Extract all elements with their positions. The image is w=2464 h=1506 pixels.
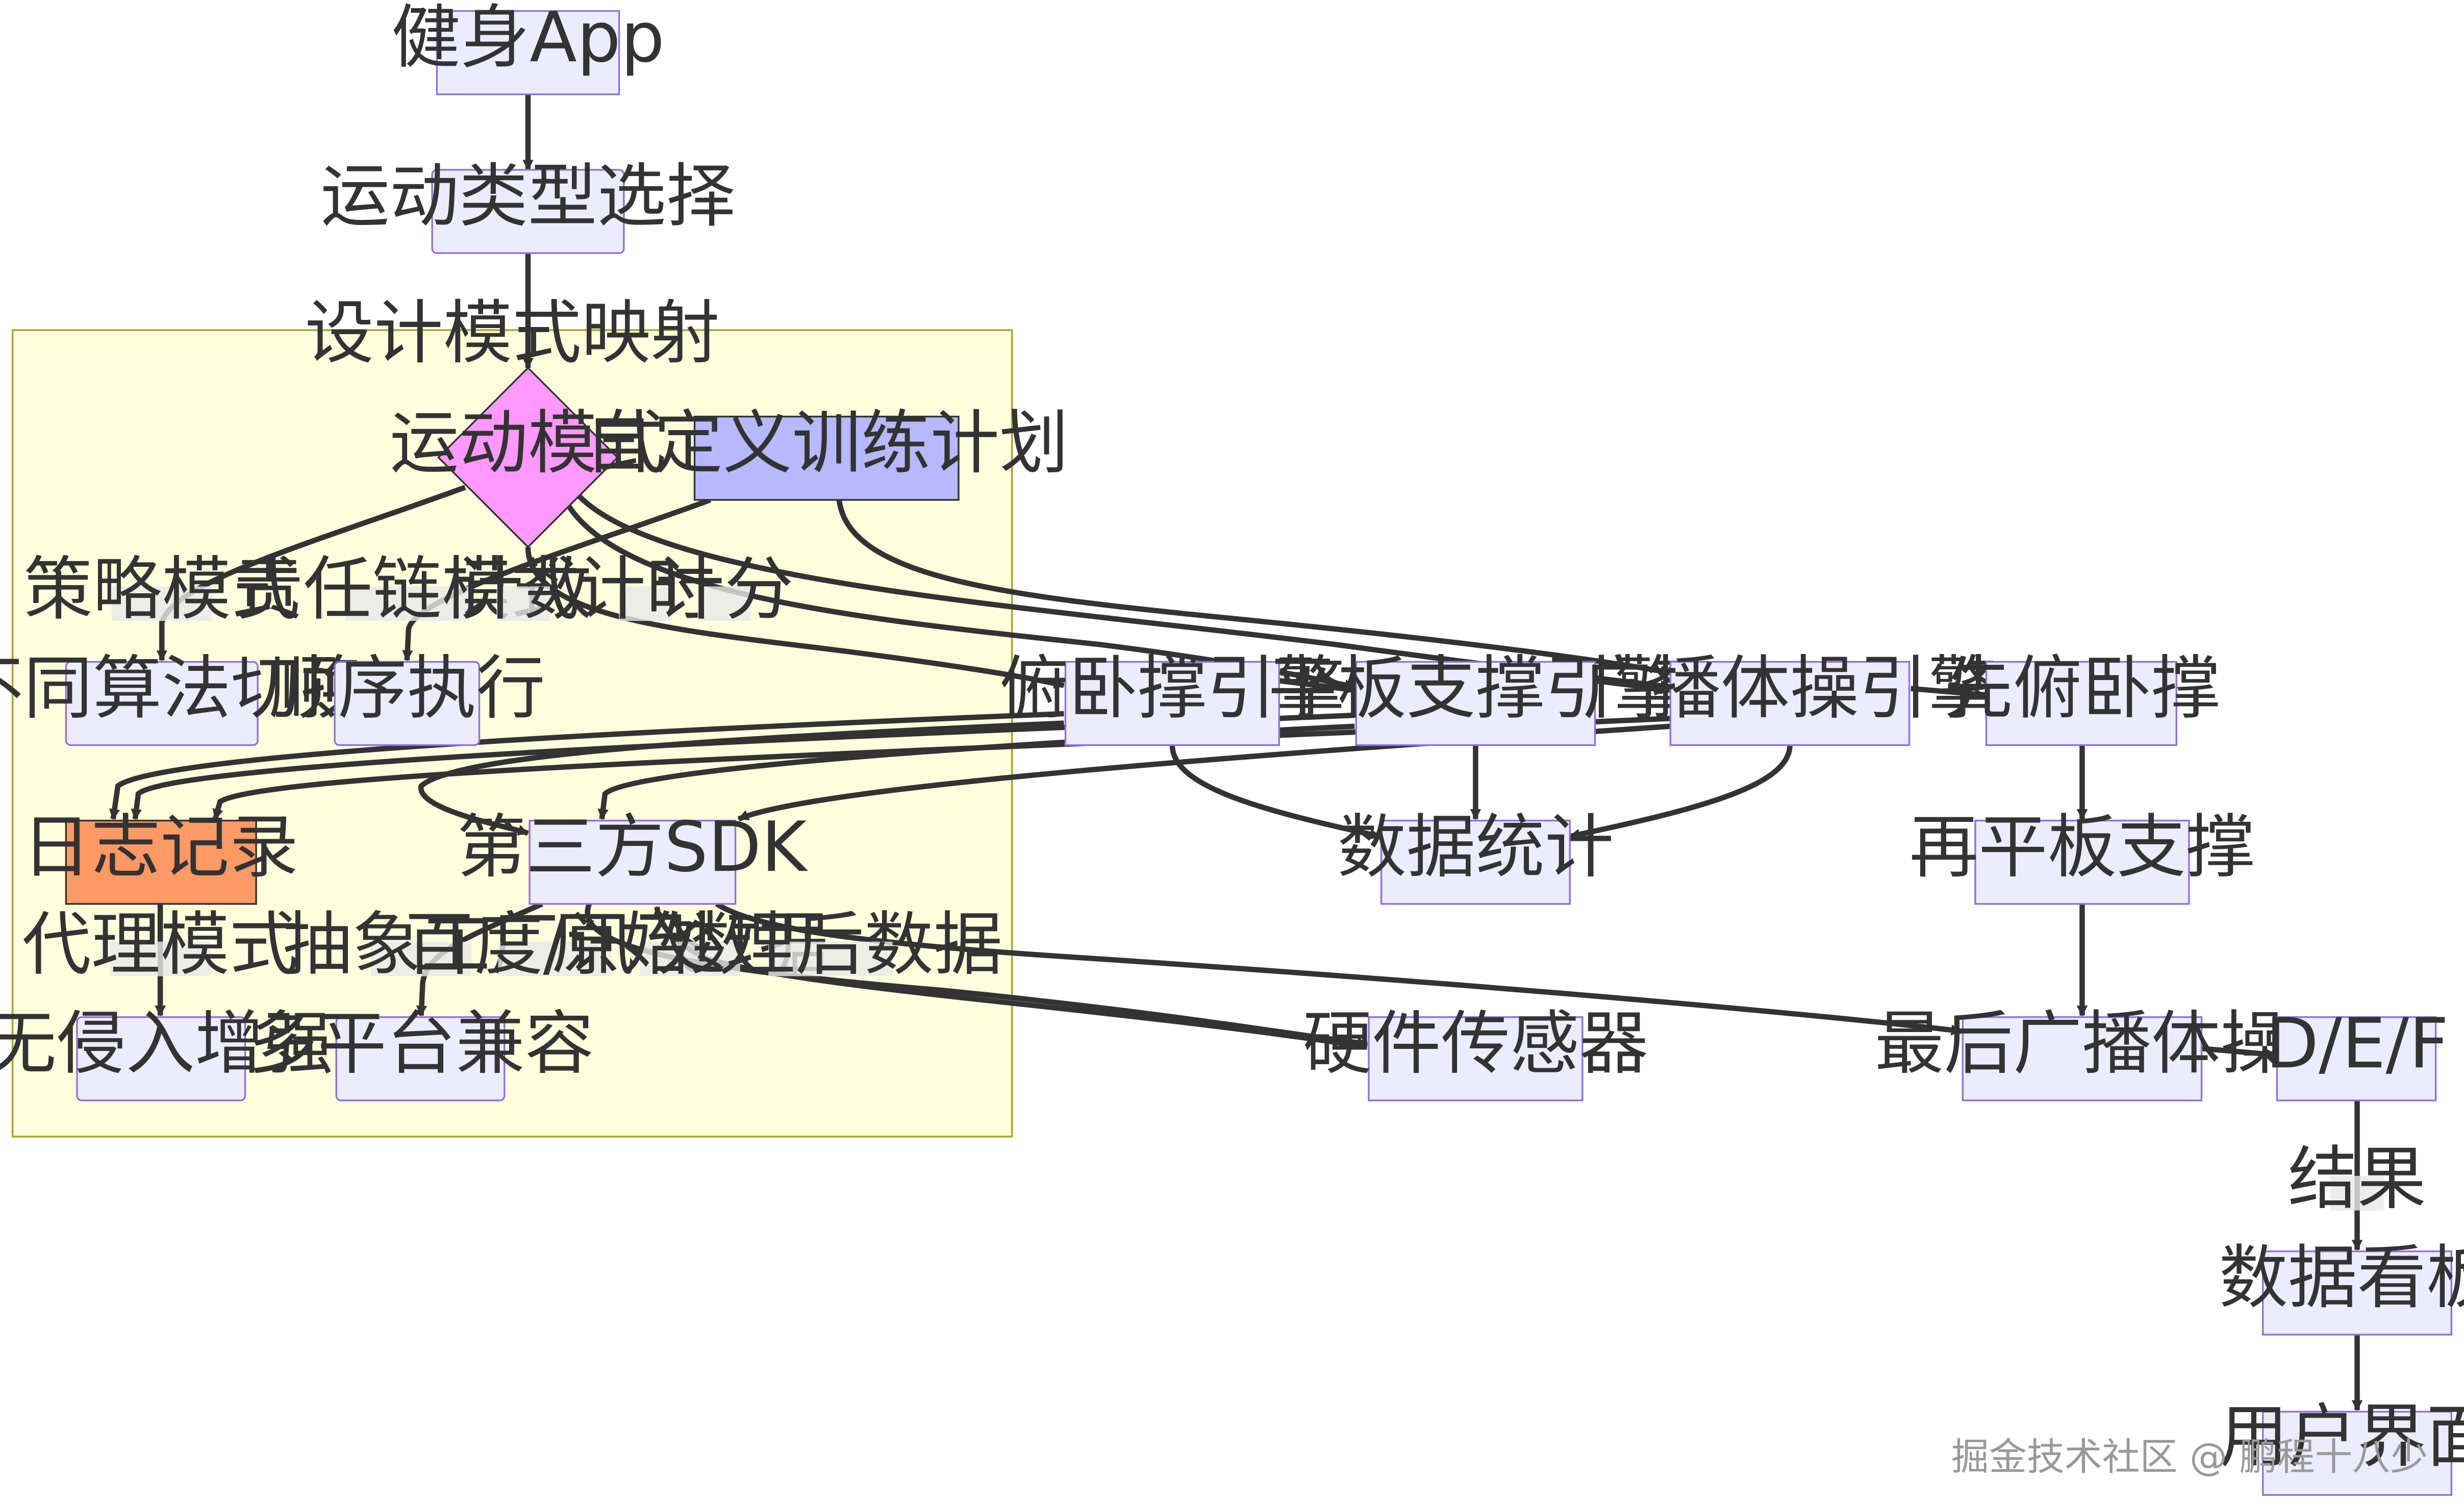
- node-algo-switch[interactable]: 不同算法切换: [0, 648, 369, 746]
- edge-label-bg: [345, 586, 470, 621]
- node-multi-platform-label: 多平台兼容: [248, 1003, 594, 1084]
- edge-radio-stats: [1569, 745, 1793, 840]
- node-exercise-mode-label: 运动模式: [390, 403, 666, 483]
- node-third-sdk[interactable]: 第三方SDK: [457, 807, 808, 905]
- edge-sensor-raw-data: [652, 906, 1368, 1050]
- edge-plank-to-radio: [1594, 678, 1672, 695]
- edge-radio-log: [212, 715, 1671, 820]
- edge-mode-count-pushup: [525, 547, 1065, 689]
- node-fitness-app[interactable]: 健身App: [391, 0, 665, 95]
- node-last-radio[interactable]: 最后广播体操: [1875, 1003, 2290, 1101]
- node-def[interactable]: D/E/F: [2266, 1003, 2449, 1101]
- node-custom-plan-label: 自定义训练计划: [585, 403, 1069, 483]
- edge-label-timing: 计时: [576, 549, 715, 630]
- edge-label-scoring: 计分: [656, 549, 794, 630]
- node-user-ui-label: 用户界面: [2219, 1396, 2464, 1477]
- edge-label-proxy: 代理模式: [22, 904, 298, 985]
- edge-labels: 策略模式 责任链模式 计数 计时 计分 代理模式 抽象工厂 百度/讯飞 原始数据…: [22, 549, 2426, 1219]
- node-hw-sensor-label: 硬件传感器: [1303, 1003, 1649, 1084]
- edge-sdk-baidu: [585, 902, 1369, 1048]
- node-data-stats-label: 数据统计: [1337, 807, 1614, 887]
- edge-label-strategy: 策略模式: [23, 549, 300, 630]
- edge-label-bg: [619, 586, 673, 621]
- edge-label-bg: [498, 941, 612, 976]
- edge-label-result: 结果: [2288, 1138, 2426, 1219]
- node-then-plank-label: 再平板支撑: [1909, 807, 2255, 887]
- node-user-ui[interactable]: 用户界面: [2219, 1396, 2464, 1496]
- watermark: 掘金技术社区 @ 鹏程十八少: [1951, 1435, 2428, 1479]
- edge-pushup-sdk: [418, 720, 1064, 836]
- edge-label-bg: [2330, 1175, 2384, 1211]
- node-custom-plan[interactable]: 自定义训练计划: [585, 403, 1069, 501]
- node-sequential[interactable]: 顺序执行: [269, 648, 545, 746]
- node-data-stats[interactable]: 数据统计: [1337, 807, 1614, 905]
- node-log[interactable]: 日志记录: [22, 807, 298, 905]
- edge-label-bg: [697, 586, 751, 621]
- node-algo-switch-label: 不同算法切换: [0, 648, 369, 729]
- edge-label-bg: [111, 586, 212, 621]
- node-plank-engine[interactable]: 平板支撑引擎: [1268, 648, 1683, 746]
- node-radio-engine-label: 广播体操引擎: [1582, 648, 1997, 729]
- edge-pushup-stats: [1169, 745, 1381, 840]
- node-dashboard[interactable]: 数据看板: [2219, 1237, 2464, 1336]
- node-third-sdk-label: 第三方SDK: [457, 807, 808, 887]
- node-dashboard-label: 数据看板: [2219, 1237, 2464, 1318]
- node-first-pushup[interactable]: 先俯卧撑: [1944, 648, 2221, 746]
- node-sequential-label: 顺序执行: [269, 648, 545, 729]
- edge-last-radio-to-def: [2201, 1046, 2277, 1060]
- edge-sdk-processed: [715, 901, 1963, 1036]
- node-non-invasive[interactable]: 无侵入增强: [0, 1003, 333, 1101]
- edge-label-count: 计数: [454, 549, 592, 630]
- node-last-radio-label: 最后广播体操: [1875, 1003, 2290, 1084]
- node-then-plank[interactable]: 再平板支撑: [1909, 807, 2255, 905]
- node-fitness-app-label: 健身App: [391, 0, 665, 78]
- node-exercise-select[interactable]: 运动类型选择: [320, 156, 736, 254]
- edge-label-bg: [110, 941, 211, 976]
- edge-radio-to-first-pushup: [1910, 686, 1986, 700]
- node-def-label: D/E/F: [2266, 1003, 2449, 1084]
- node-multi-platform[interactable]: 多平台兼容: [248, 1003, 594, 1101]
- edge-label-processed-data: 处理后数据: [657, 904, 1003, 985]
- edge-label-bg: [370, 941, 472, 976]
- node-pushup-engine[interactable]: 俯卧撑引擎: [999, 648, 1345, 746]
- node-first-pushup-label: 先俯卧撑: [1944, 648, 2220, 729]
- node-radio-engine[interactable]: 广播体操引擎: [1582, 648, 1997, 746]
- node-pushup-engine-label: 俯卧撑引擎: [999, 648, 1345, 729]
- node-log-label: 日志记录: [22, 807, 298, 887]
- node-exercise-mode[interactable]: 运动模式: [390, 366, 666, 548]
- node-non-invasive-label: 无侵入增强: [0, 1003, 333, 1084]
- edge-label-bg: [639, 941, 740, 976]
- node-exercise-select-label: 运动类型选择: [320, 156, 735, 236]
- edge-label-bg: [768, 941, 893, 976]
- edge-label-bg: [496, 586, 550, 621]
- edge-plan-to-radio: [836, 499, 1672, 676]
- edge-pushup-to-plank: [1278, 678, 1356, 695]
- node-plank-engine-label: 平板支撑引擎: [1268, 648, 1683, 729]
- cluster-title: 设计模式映射: [305, 292, 720, 373]
- node-hw-sensor[interactable]: 硬件传感器: [1303, 1003, 1649, 1101]
